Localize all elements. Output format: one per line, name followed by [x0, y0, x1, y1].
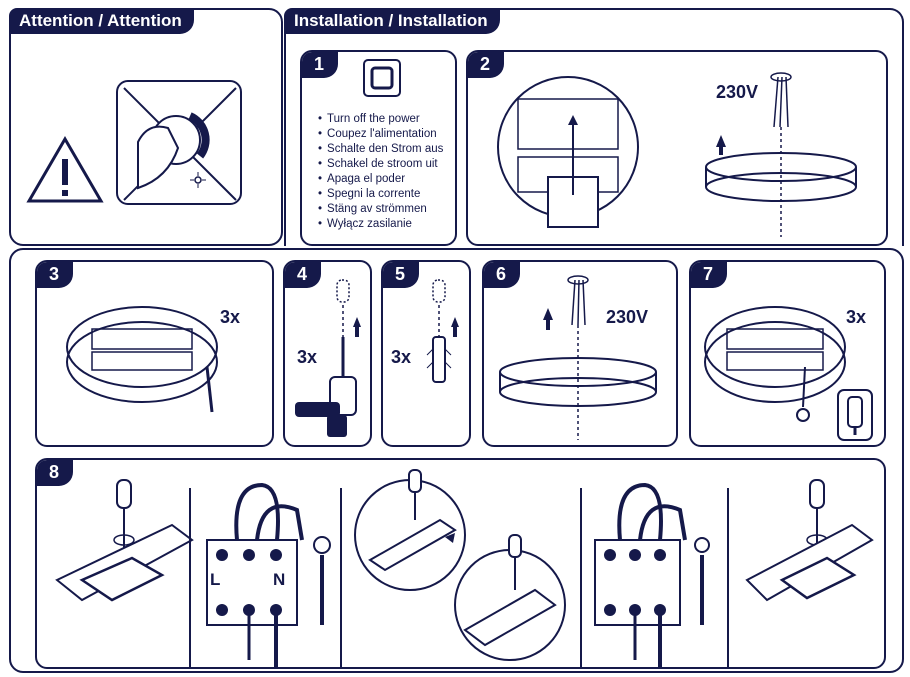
instruction-it: Spegni la corrente [318, 187, 443, 202]
terminal-l-label: L [210, 570, 221, 589]
drill-icon [295, 279, 361, 437]
terminal-block-final-illustration [745, 479, 874, 602]
step-7-box: 7 3x [689, 260, 886, 447]
power-off-instructions: Turn off the power Coupez l'alimentation… [318, 112, 443, 232]
wiring-diagram-right [594, 482, 710, 667]
step-2-number: 2 [468, 52, 504, 78]
ceiling-lamp-illustration [705, 72, 857, 237]
step-7-number: 7 [691, 262, 727, 288]
step-7-count: 3x [846, 307, 867, 327]
step-8-divider-1 [189, 488, 191, 667]
instruction-fr: Coupez l'alimentation [318, 127, 443, 142]
marking-holes-illustration [66, 306, 218, 413]
step-6-box: 6 230V [482, 260, 678, 447]
terminal-block-open-illustration [354, 469, 566, 661]
step-4-box: 4 3x [283, 260, 372, 447]
terminal-n-label: N [273, 570, 286, 589]
step-8-divider-4 [727, 488, 729, 667]
instruction-en: Turn off the power [318, 112, 443, 127]
step-1-box: 1 Turn off the power Coupez l'alimentati… [300, 50, 457, 246]
step-8-divider-3 [580, 488, 582, 667]
attention-panel: Attention / Attention [9, 8, 283, 246]
step-4-number: 4 [285, 262, 321, 288]
step-3-count: 3x [220, 307, 241, 327]
step-5-box: 5 3x [381, 260, 471, 447]
warning-icon [26, 136, 104, 203]
step-3-number: 3 [37, 262, 73, 288]
screwing-plate-illustration [704, 306, 846, 422]
step-6-voltage: 230V [606, 307, 649, 327]
step-5-number: 5 [383, 262, 419, 288]
step-8-divider-2 [340, 488, 342, 667]
instruction-de: Schalte den Strom aus [318, 142, 443, 157]
attention-title: Attention / Attention [9, 8, 194, 34]
step-3-box: 3 3x [35, 260, 274, 447]
step-4-count: 3x [297, 347, 318, 367]
wiring-diagram-left [206, 482, 331, 667]
step-2-voltage: 230V [716, 82, 759, 102]
wall-plug-icon [426, 279, 459, 383]
lamp-wiring-illustration [499, 275, 657, 440]
terminal-block-closed-illustration [55, 479, 194, 602]
step-8-number: 8 [37, 460, 73, 486]
screw-icon [837, 389, 873, 441]
light-switch-icon [363, 59, 401, 97]
step-6-number: 6 [484, 262, 520, 288]
switch-off-illustration [116, 80, 242, 205]
step-2-box: 2 230V [466, 50, 888, 246]
installation-title: Installation / Installation [284, 8, 500, 34]
instruction-es: Apaga el poder [318, 172, 443, 187]
mounting-plate-illustration [497, 76, 639, 228]
instruction-nl: Schakel de stroom uit [318, 157, 443, 172]
instruction-sv: Stäng av strömmen [318, 202, 443, 217]
step-1-number: 1 [302, 52, 338, 78]
instruction-pl: Wyłącz zasilanie [318, 217, 443, 232]
step-5-count: 3x [391, 347, 412, 367]
step-8-box: 8 L N [35, 458, 886, 669]
